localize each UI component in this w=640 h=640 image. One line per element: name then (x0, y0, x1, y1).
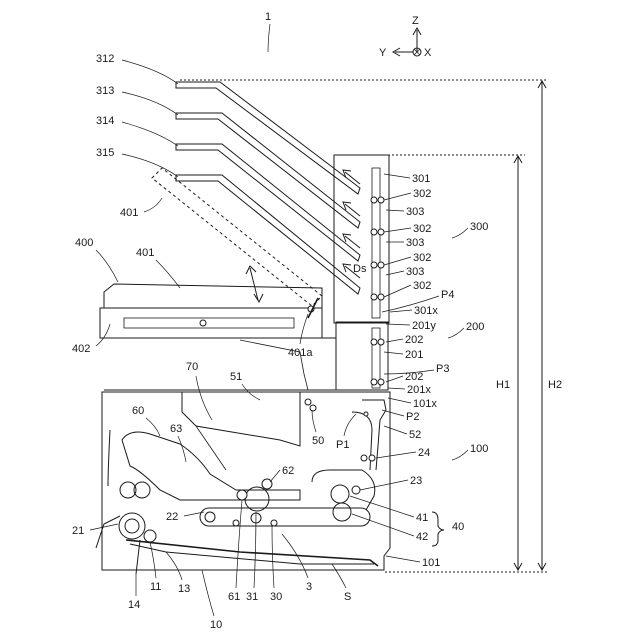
label-100: 100 (470, 443, 488, 455)
label-52: 52 (409, 429, 421, 441)
label-P2: P2 (406, 411, 419, 423)
label-Ds: Ds (353, 263, 367, 275)
label-200: 200 (466, 321, 484, 333)
label-302d: 302 (413, 280, 431, 292)
label-30: 30 (270, 591, 282, 603)
label-402: 402 (72, 343, 90, 355)
label-50: 50 (312, 435, 324, 447)
label-H1: H1 (496, 379, 510, 391)
label-314: 314 (96, 115, 114, 127)
scanner-unit-400 (100, 266, 322, 338)
axis-indicator: Z Y X (379, 15, 432, 59)
label-11: 11 (150, 581, 161, 593)
label-101: 101 (422, 557, 440, 569)
label-24: 24 (418, 447, 430, 459)
axis-y-label: Y (379, 47, 387, 59)
label-61: 61 (228, 591, 240, 603)
label-302c: 302 (413, 252, 431, 264)
axis-x-label: X (424, 47, 432, 59)
axis-z-label: Z (412, 15, 419, 27)
label-315: 315 (96, 147, 114, 159)
label-201: 201 (405, 349, 423, 361)
label-42: 42 (416, 531, 428, 543)
trays (176, 82, 360, 294)
label-1: 1 (265, 11, 271, 23)
label-13: 13 (178, 583, 190, 595)
label-301x: 301x (414, 305, 438, 317)
label-201x: 201x (407, 384, 431, 396)
label-302a: 302 (413, 188, 431, 200)
label-63: 63 (170, 423, 182, 435)
label-201y: 201y (412, 320, 436, 332)
label-401-raised: 401 (120, 207, 138, 219)
dimension-lines: H1 H2 (180, 80, 562, 572)
label-401: 401 (136, 247, 154, 259)
label-22: 22 (166, 511, 178, 523)
label-303c: 303 (406, 266, 424, 278)
label-S: S (344, 591, 351, 603)
label-41: 41 (416, 512, 428, 524)
label-10: 10 (210, 619, 222, 631)
label-303a: 303 (406, 206, 424, 218)
label-202a: 202 (405, 334, 423, 346)
unit-200 (336, 322, 388, 390)
label-312: 312 (96, 53, 114, 65)
label-303b: 303 (406, 237, 424, 249)
label-101x: 101x (413, 398, 437, 410)
label-62: 62 (282, 465, 294, 477)
label-300: 300 (470, 221, 488, 233)
label-P1: P1 (336, 439, 349, 451)
label-H2: H2 (548, 379, 562, 391)
label-313: 313 (96, 85, 114, 97)
stacker-unit-300: Ds (334, 155, 389, 323)
label-3: 3 (306, 581, 312, 593)
label-14: 14 (128, 599, 140, 611)
label-31: 31 (246, 591, 258, 603)
label-400: 400 (75, 237, 93, 249)
label-40: 40 (452, 521, 464, 533)
label-51: 51 (230, 371, 242, 383)
label-P4: P4 (441, 289, 454, 301)
main-body-100 (96, 338, 390, 574)
label-301: 301 (412, 173, 430, 185)
label-302b: 302 (413, 223, 431, 235)
label-70: 70 (186, 361, 198, 373)
label-60: 60 (132, 405, 144, 417)
label-P3: P3 (436, 363, 449, 375)
label-202b: 202 (405, 371, 423, 383)
label-21: 21 (72, 525, 84, 537)
label-23: 23 (410, 475, 422, 487)
